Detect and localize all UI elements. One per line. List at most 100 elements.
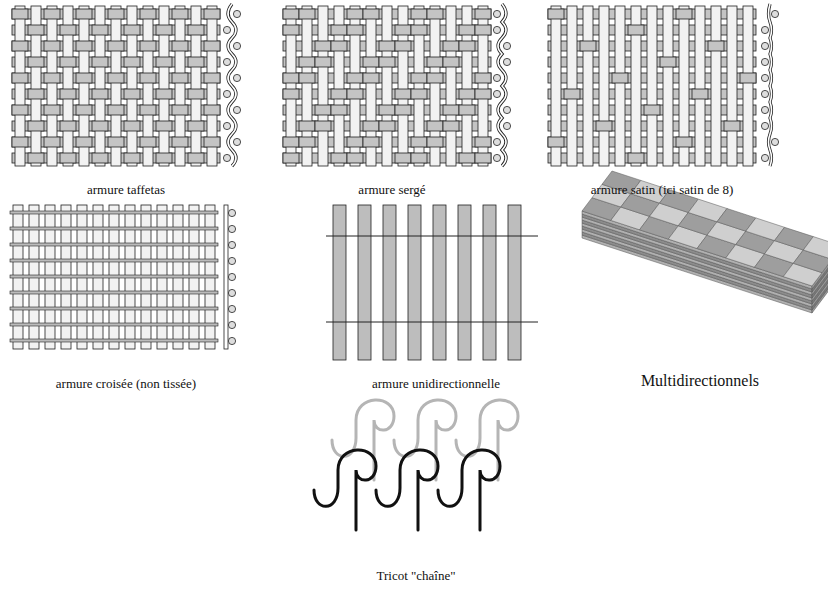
weft-section xyxy=(761,122,768,129)
ply-tile xyxy=(803,237,828,260)
weft-float xyxy=(708,41,724,51)
caption-label: Multidirectionnels xyxy=(641,372,759,390)
caption-label: Tricot "chaîne" xyxy=(376,568,455,584)
weft-float xyxy=(443,121,459,131)
weft-float xyxy=(644,105,660,115)
weft-float xyxy=(12,73,28,83)
weft-float xyxy=(76,105,92,115)
layer-side xyxy=(582,211,812,289)
weft-float xyxy=(12,105,28,115)
weft-float xyxy=(427,137,443,147)
weft-float xyxy=(363,9,379,19)
weft-float xyxy=(12,9,28,19)
weft-float xyxy=(363,121,379,131)
weft-float xyxy=(60,121,76,131)
weft-section xyxy=(493,74,500,81)
weft-float xyxy=(427,121,443,131)
weft-float xyxy=(676,9,692,19)
weft-float xyxy=(140,41,156,51)
weft-section xyxy=(228,257,235,264)
weft-float xyxy=(443,41,459,51)
weft-float xyxy=(411,137,427,147)
weft-section xyxy=(761,106,768,113)
weft-float xyxy=(108,41,124,51)
weft-section xyxy=(503,122,510,129)
weft-float xyxy=(92,25,108,35)
weft-float xyxy=(427,57,443,67)
weft-float xyxy=(283,89,299,99)
weft-float xyxy=(28,153,44,163)
weft-section xyxy=(223,154,230,161)
weft-float xyxy=(140,105,156,115)
weft-float xyxy=(596,121,612,131)
weft-thread xyxy=(283,105,491,115)
weft-float xyxy=(676,137,692,147)
binding-thread xyxy=(326,322,538,323)
warp-thread xyxy=(583,6,593,166)
weft-float xyxy=(28,57,44,67)
weft-section xyxy=(761,58,768,65)
weft-section xyxy=(493,10,500,17)
weft-float xyxy=(331,41,347,51)
weft-thread xyxy=(10,275,218,278)
weft-float xyxy=(331,25,347,35)
weft-float xyxy=(299,57,315,67)
binding-thread xyxy=(326,236,538,237)
weft-section xyxy=(223,90,230,97)
weft-float xyxy=(548,137,564,147)
weft-section xyxy=(493,154,500,161)
weft-float xyxy=(379,105,395,115)
weft-section xyxy=(761,26,768,33)
fiber-band xyxy=(383,205,396,360)
weft-section xyxy=(761,42,768,49)
weft-float xyxy=(156,121,172,131)
weft-float xyxy=(347,137,363,147)
weft-float xyxy=(628,153,644,163)
weft-float xyxy=(427,9,443,19)
weft-float xyxy=(283,25,299,35)
weft-float xyxy=(76,9,92,19)
caption-label: armure satin (ici satin de 8) xyxy=(591,182,734,198)
weft-float xyxy=(188,57,204,67)
weft-float xyxy=(564,89,580,99)
weft-section xyxy=(233,106,240,113)
weft-float xyxy=(660,57,676,67)
weft-float xyxy=(363,57,379,67)
caption-label: armure croisée (non tissée) xyxy=(56,376,196,392)
weft-float xyxy=(28,89,44,99)
warp-thread xyxy=(743,6,753,166)
weft-float xyxy=(283,137,299,147)
fiber-band xyxy=(333,205,346,360)
warp-thread xyxy=(446,6,456,166)
warp-thread xyxy=(599,6,609,166)
weft-float xyxy=(28,121,44,131)
warp-thread xyxy=(663,6,673,166)
warp-thread xyxy=(567,6,577,166)
warp-thread xyxy=(647,6,657,166)
weft-thread xyxy=(12,41,220,51)
weft-float xyxy=(204,137,220,147)
weft-float xyxy=(28,25,44,35)
weft-float xyxy=(283,153,299,163)
weft-float xyxy=(172,41,188,51)
weft-section xyxy=(771,138,778,145)
weft-float xyxy=(443,57,459,67)
weft-float xyxy=(188,153,204,163)
weft-float xyxy=(724,121,740,131)
weft-float xyxy=(92,121,108,131)
weft-float xyxy=(299,73,315,83)
knit-loop-grey xyxy=(456,400,518,480)
weft-float xyxy=(124,89,140,99)
weft-thread xyxy=(283,121,491,131)
warp-profile xyxy=(498,4,506,166)
weft-float xyxy=(156,153,172,163)
weft-float xyxy=(395,25,411,35)
fiber-band xyxy=(458,205,471,360)
weft-float xyxy=(411,89,427,99)
weft-thread xyxy=(12,105,220,115)
weft-float xyxy=(108,105,124,115)
weft-float xyxy=(459,153,475,163)
weft-float xyxy=(363,137,379,147)
weft-section xyxy=(503,58,510,65)
